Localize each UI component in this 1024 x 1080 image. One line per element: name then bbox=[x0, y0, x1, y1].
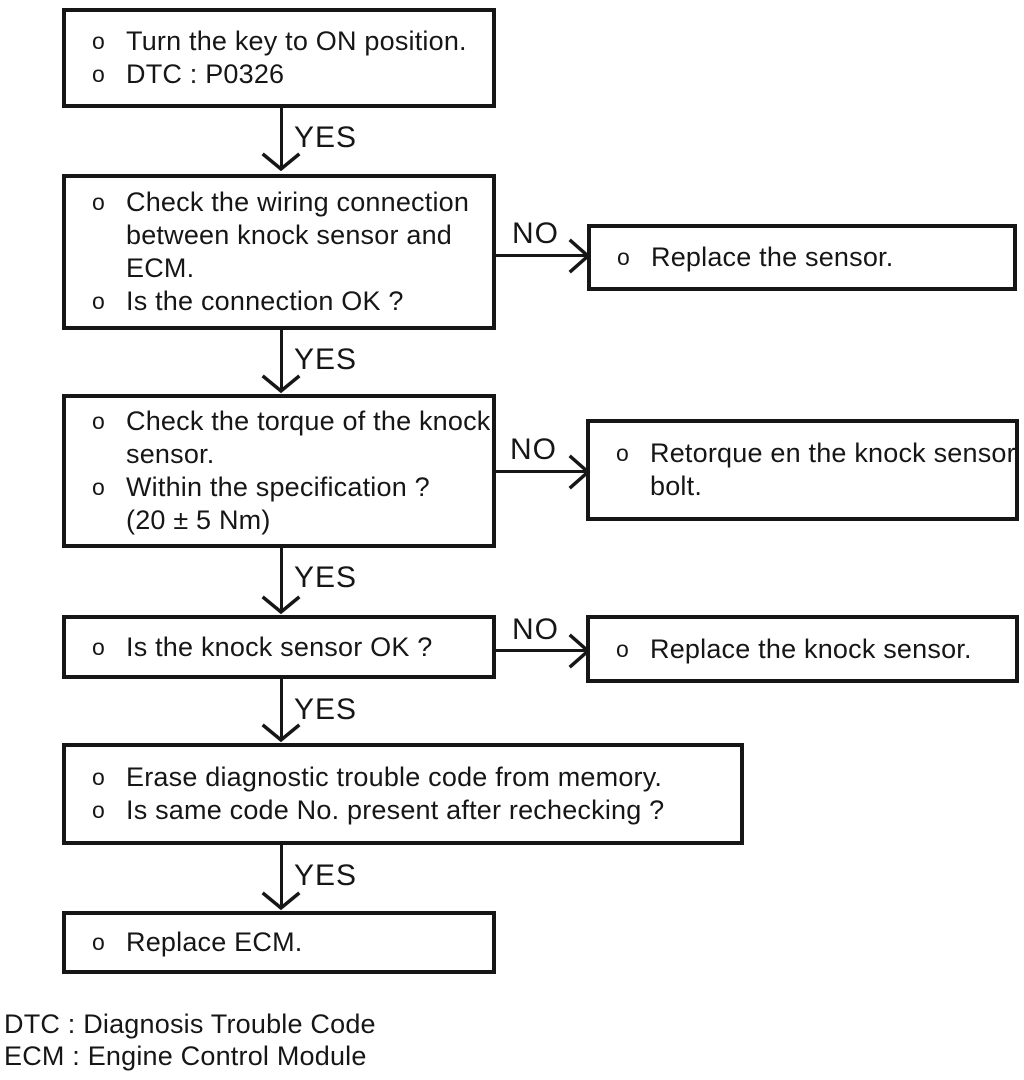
bullet-text: sensor. bbox=[126, 439, 215, 469]
bullet-marker: o bbox=[92, 189, 105, 215]
bullet-marker: o bbox=[616, 635, 629, 662]
bullet-text: Is the connection OK ? bbox=[126, 286, 404, 316]
flow-bullet-item: o Replace the knock sensor. bbox=[616, 633, 1007, 666]
bullet-text: bolt. bbox=[650, 471, 703, 501]
yes-label: YES bbox=[294, 121, 358, 154]
bullet-marker: o bbox=[92, 61, 105, 87]
bullet-text: Erase diagnostic trouble code from memor… bbox=[126, 762, 663, 792]
flow-box-action1: o Replace the sensor. bbox=[587, 224, 1017, 291]
flow-box-step2: o Check the wiring connection between kn… bbox=[62, 174, 496, 330]
abbreviation-legend: DTC : Diagnosis Trouble Code ECM : Engin… bbox=[4, 1008, 376, 1072]
flow-box-step6: o Replace ECM. bbox=[62, 911, 496, 974]
bullet-marker: o bbox=[616, 440, 629, 466]
flow-box-step1: o Turn the key to ON position. o DTC : P… bbox=[62, 8, 496, 108]
bullet-marker: o bbox=[92, 633, 105, 660]
arrowhead-down-icon bbox=[261, 152, 301, 172]
bullet-marker: o bbox=[92, 288, 105, 314]
flow-bullet-item: o Turn the key to ON position. bbox=[92, 25, 484, 58]
arrowhead-down-icon bbox=[261, 723, 301, 743]
flow-box-step5: o Erase diagnostic trouble code from mem… bbox=[62, 743, 744, 845]
bullet-marker: o bbox=[92, 929, 105, 955]
flow-arrow-line bbox=[280, 679, 283, 740]
yes-label: YES bbox=[294, 859, 358, 892]
bullet-text: Retorque en the knock sensor bbox=[650, 438, 1016, 468]
yes-label: YES bbox=[294, 561, 358, 594]
flow-box-action3: o Replace the knock sensor. bbox=[586, 615, 1019, 683]
yes-label: YES bbox=[294, 693, 358, 726]
bullet-text: DTC : P0326 bbox=[126, 59, 285, 89]
flow-arrow-line bbox=[280, 548, 283, 612]
flow-arrow-line bbox=[496, 254, 588, 257]
flow-arrow-line bbox=[496, 649, 588, 652]
bullet-text: between knock sensor and bbox=[126, 220, 453, 250]
flow-bullet-item: o Is the connection OK ? bbox=[92, 285, 484, 318]
flow-box-step3: o Check the torque of the knock sensor. … bbox=[62, 394, 496, 548]
bullet-marker: o bbox=[92, 408, 105, 434]
bullet-marker: o bbox=[92, 797, 105, 823]
legend-line-dtc: DTC : Diagnosis Trouble Code bbox=[4, 1009, 376, 1039]
bullet-text: Check the torque of the knock bbox=[126, 406, 491, 436]
bullet-marker: o bbox=[92, 28, 105, 54]
bullet-text: Is same code No. present after recheckin… bbox=[126, 795, 665, 825]
flow-arrow-line bbox=[496, 470, 588, 473]
flow-bullet-item: o DTC : P0326 bbox=[92, 58, 484, 91]
arrowhead-down-icon bbox=[261, 374, 301, 394]
flow-bullet-item: o Replace the sensor. bbox=[617, 241, 1005, 274]
flow-bullet-item: o Retorque en the knock sensor bolt. bbox=[616, 437, 1016, 503]
arrowhead-down-icon bbox=[261, 595, 301, 615]
no-label: NO bbox=[512, 217, 559, 250]
bullet-marker: o bbox=[92, 764, 105, 790]
bullet-text: Check the wiring connection bbox=[126, 187, 470, 217]
flow-bullet-item: o Erase diagnostic trouble code from mem… bbox=[92, 761, 732, 794]
bullet-text: (20 ± 5 Nm) bbox=[126, 505, 271, 535]
flow-arrow-line bbox=[280, 108, 283, 169]
legend-line-ecm: ECM : Engine Control Module bbox=[4, 1041, 367, 1071]
flow-arrow-line bbox=[280, 330, 283, 391]
flow-bullet-item: o Is same code No. present after recheck… bbox=[92, 794, 732, 827]
no-label: NO bbox=[510, 433, 557, 466]
bullet-text: Replace the knock sensor. bbox=[650, 633, 972, 664]
bullet-text: Within the specification ? bbox=[126, 472, 430, 502]
flow-bullet-item: o Replace ECM. bbox=[92, 926, 484, 959]
flow-box-action2: o Retorque en the knock sensor bolt. bbox=[586, 419, 1019, 521]
bullet-text: ECM. bbox=[126, 253, 195, 283]
bullet-text: Turn the key to ON position. bbox=[126, 26, 467, 56]
yes-label: YES bbox=[294, 343, 358, 376]
bullet-text: Replace ECM. bbox=[126, 927, 303, 957]
flow-bullet-item: o Check the torque of the knock sensor. bbox=[92, 405, 490, 471]
bullet-text: Is the knock sensor OK ? bbox=[126, 631, 433, 662]
no-label: NO bbox=[512, 613, 559, 646]
bullet-marker: o bbox=[92, 474, 105, 500]
flow-bullet-item: o Is the knock sensor OK ? bbox=[92, 631, 484, 664]
flow-bullet-item: o Within the specification ? (20 ± 5 Nm) bbox=[92, 471, 484, 537]
flow-bullet-item: o Check the wiring connection between kn… bbox=[92, 186, 484, 285]
bullet-marker: o bbox=[617, 244, 630, 270]
arrowhead-down-icon bbox=[261, 891, 301, 911]
bullet-text: Replace the sensor. bbox=[651, 242, 894, 272]
flow-box-step4: o Is the knock sensor OK ? bbox=[62, 615, 496, 679]
flow-arrow-line bbox=[280, 845, 283, 908]
